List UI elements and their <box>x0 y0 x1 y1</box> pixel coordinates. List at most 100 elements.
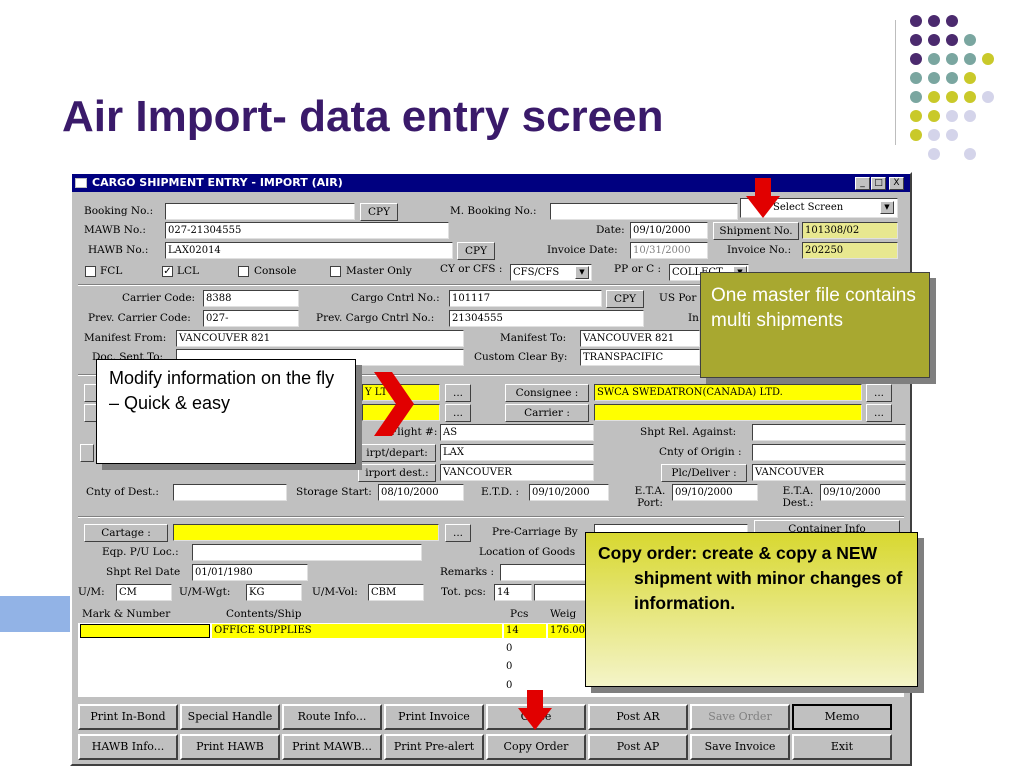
carrier-code-field[interactable]: 8388 <box>203 290 299 307</box>
print-mawb-button[interactable]: Print MAWB... <box>282 734 382 760</box>
grid-cell-mark[interactable] <box>80 624 210 638</box>
cnty-dest-label: Cnty of Dest.: <box>86 486 159 498</box>
hawb-info-button[interactable]: HAWB Info... <box>78 734 178 760</box>
cy-cfs-select[interactable]: CFS/CFS <box>510 264 592 281</box>
grid-cell-contents[interactable]: OFFICE SUPPLIES <box>212 624 502 638</box>
flight-label: Flight #: <box>390 426 438 438</box>
cnty-origin-field[interactable] <box>752 444 906 461</box>
section-divider <box>78 516 904 518</box>
date-field[interactable]: 09/10/2000 <box>630 222 708 239</box>
table-row[interactable]: 0 <box>506 661 513 672</box>
hawb-field[interactable]: LAX02014 <box>165 242 453 259</box>
special-handle-button[interactable]: Special Handle <box>180 704 280 730</box>
storage-start-label: Storage Start: <box>296 486 372 498</box>
copy-booking-button[interactable]: CPY <box>360 203 398 221</box>
consignee-button[interactable]: Consignee : <box>505 384 589 402</box>
chevron-down-icon[interactable]: ▼ <box>575 266 589 279</box>
cy-cfs-label: CY or CFS : <box>440 263 503 275</box>
plc-deliver-button[interactable]: Plc/Deliver : <box>661 464 747 482</box>
down-arrow-icon <box>746 178 780 218</box>
grid-cell-pcs[interactable]: 14 <box>504 624 546 638</box>
post-ar-button[interactable]: Post AR <box>588 704 688 730</box>
print-pre-alert-button[interactable]: Print Pre-alert <box>384 734 484 760</box>
eta-port-field[interactable]: 09/10/2000 <box>672 484 758 501</box>
select-screen-dropdown[interactable]: Select Screen <box>740 198 898 218</box>
um-wgt-field[interactable]: KG <box>246 584 302 601</box>
maximize-button[interactable]: □ <box>871 177 886 190</box>
cartage-lookup-button[interactable]: ... <box>445 524 471 542</box>
shipper-lookup-button[interactable]: ... <box>445 384 471 402</box>
m-booking-field[interactable] <box>550 203 738 220</box>
carrier-field[interactable] <box>594 404 862 421</box>
copy-cargo-button[interactable]: CPY <box>606 290 644 308</box>
prev-carrier-field[interactable]: 027- <box>203 310 299 327</box>
eta-port-label: E.T.A. Port: <box>634 485 666 509</box>
consignee-lookup-button[interactable]: ... <box>866 384 892 402</box>
eta-dest-field[interactable]: 09/10/2000 <box>820 484 906 501</box>
tot-pcs-field[interactable]: 14 <box>494 584 532 601</box>
grid-cell-weight[interactable]: 176.00 <box>548 624 588 638</box>
etd-field[interactable]: 09/10/2000 <box>529 484 609 501</box>
close-window-button[interactable]: X <box>889 177 904 190</box>
down-arrow-icon <box>518 690 552 730</box>
console-checkbox[interactable] <box>238 266 249 277</box>
booking-no-field[interactable] <box>165 203 355 220</box>
manifest-from-field[interactable]: VANCOUVER 821 <box>176 330 464 347</box>
save-order-button[interactable]: Save Order <box>690 704 790 730</box>
airport-dest-field[interactable]: VANCOUVER <box>440 464 594 481</box>
invoice-date-field[interactable]: 10/31/2000 <box>630 242 708 259</box>
copy-hawb-button[interactable]: CPY <box>457 242 495 260</box>
shipment-no-field[interactable]: 101308/02 <box>802 222 898 239</box>
um-field[interactable]: CM <box>116 584 172 601</box>
plc-deliver-field[interactable]: VANCOUVER <box>752 464 906 481</box>
cnty-dest-field[interactable] <box>173 484 287 501</box>
remarks-field[interactable] <box>500 564 590 581</box>
prev-cargo-field[interactable]: 21304555 <box>449 310 644 327</box>
consignee-field[interactable]: SWCA SWEDATRON(CANADA) LTD. <box>594 384 862 401</box>
lcl-checkbox[interactable]: ✓ <box>162 266 173 277</box>
divider-line <box>895 20 896 145</box>
save-invoice-button[interactable]: Save Invoice <box>690 734 790 760</box>
carrier-button[interactable]: Carrier : <box>505 404 589 422</box>
route-info-button[interactable]: Route Info... <box>282 704 382 730</box>
custom-clear-field[interactable]: TRANSPACIFIC <box>580 349 700 366</box>
shpt-rel-date-field[interactable]: 01/01/1980 <box>192 564 308 581</box>
exit-button[interactable]: Exit <box>792 734 892 760</box>
cargo-cntrl-field[interactable]: 101117 <box>449 290 602 307</box>
table-row[interactable]: OFFICE SUPPLIES 14 176.00 <box>78 624 904 638</box>
callout-master-file-text: One master file contains multi shipments <box>711 285 916 331</box>
storage-start-field[interactable]: 08/10/2000 <box>378 484 464 501</box>
print-in-bond-button[interactable]: Print In-Bond <box>78 704 178 730</box>
flight-field[interactable]: AS <box>440 424 594 441</box>
airport-dest-button[interactable]: irport dest.: <box>358 464 436 482</box>
shipment-no-button[interactable]: Shipment No. <box>713 222 799 240</box>
side-accent-block <box>0 596 70 632</box>
notify-lookup-button[interactable]: ... <box>445 404 471 422</box>
copy-order-button[interactable]: Copy Order <box>486 734 586 760</box>
port-button[interactable] <box>80 444 94 462</box>
post-ap-button[interactable]: Post AP <box>588 734 688 760</box>
eqp-field[interactable] <box>192 544 422 561</box>
booking-no-label: Booking No.: <box>84 205 154 217</box>
cartage-button[interactable]: Cartage : <box>84 524 168 542</box>
table-row[interactable]: 0 <box>506 680 513 691</box>
section-divider <box>78 284 904 286</box>
fcl-checkbox[interactable] <box>85 266 96 277</box>
memo-button[interactable]: Memo <box>792 704 892 730</box>
print-invoice-button[interactable]: Print Invoice <box>384 704 484 730</box>
chevron-down-icon[interactable]: ▼ <box>880 201 894 214</box>
mawb-field[interactable]: 027-21304555 <box>165 222 449 239</box>
fcl-label: FCL <box>100 265 123 277</box>
minimize-button[interactable]: _ <box>855 177 870 190</box>
invoice-no-field[interactable]: 202250 <box>802 242 898 259</box>
table-row[interactable]: 0 <box>506 643 513 654</box>
airport-depart-field[interactable]: LAX <box>440 444 594 461</box>
master-only-checkbox[interactable] <box>330 266 341 277</box>
print-hawb-button[interactable]: Print HAWB <box>180 734 280 760</box>
airport-depart-button[interactable]: irpt/depart: <box>358 444 436 462</box>
shpt-rel-field[interactable] <box>752 424 906 441</box>
um-vol-field[interactable]: CBM <box>368 584 424 601</box>
carrier-lookup-button[interactable]: ... <box>866 404 892 422</box>
manifest-to-field[interactable]: VANCOUVER 821 <box>580 330 700 347</box>
cartage-field[interactable] <box>173 524 439 541</box>
